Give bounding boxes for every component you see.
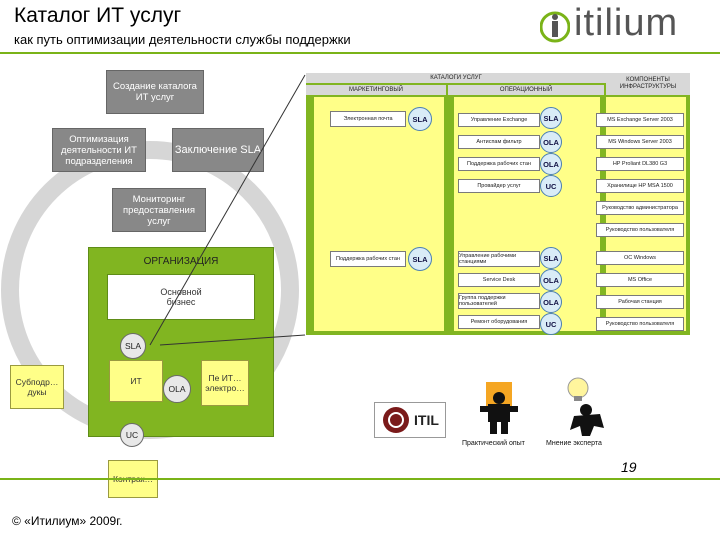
infra-item-user-guide: Руководство пользователя [596, 223, 684, 237]
itil-label: ITIL [414, 412, 439, 428]
it-dept-box: ИТ [109, 360, 163, 402]
infra-item-admin-guide: Руководство администратора [596, 201, 684, 215]
op-item-antispam: Антиспам фильтр [458, 135, 540, 149]
op-item-repair: Ремонт оборудования [458, 315, 540, 329]
cycle-step-sla-label: Заключение SLA [174, 143, 262, 156]
op-ola-3: OLA [540, 269, 562, 291]
infra-item-user-guide-2: Руководство пользователя [596, 317, 684, 331]
mkt-item-workstation: Поддержка рабочих стан [330, 251, 406, 267]
footer-divider [0, 478, 720, 480]
mkt-item-email: Электронная почта [330, 111, 406, 127]
itilium-logo-icon [540, 11, 570, 43]
org-sla-label: SLA [124, 341, 142, 351]
marketing-column [314, 97, 444, 331]
infra-item-msa: Хранилище HP MSA 1500 [596, 179, 684, 193]
organization-block: ОРГАНИЗАЦИЯ Основной бизнес ИТ Пе ИТ… эл… [88, 247, 274, 437]
cycle-step-create-catalog: Создание каталога ИТ услуг [106, 70, 204, 114]
practice-figure-icon [480, 382, 518, 434]
expert-figure-icon [567, 377, 604, 436]
infra-item-office: MS Office [596, 273, 684, 287]
callout-lines [149, 74, 306, 346]
organization-title: ОРГАНИЗАЦИЯ [143, 256, 219, 267]
op-item-exchange: Управление Exchange [458, 113, 540, 127]
mkt-sla-1: SLA [408, 107, 432, 131]
page-number: 19 [621, 459, 637, 475]
itil-emblem-icon [383, 407, 410, 433]
it-dept-label: ИТ [130, 376, 142, 386]
cycle-step-optimize: Оптимизация деятельности ИТ подразделени… [52, 128, 146, 172]
core-business-box: Основной бизнес [107, 274, 255, 320]
org-uc-label: UC [125, 430, 139, 440]
itil-logo: ITIL [374, 402, 446, 438]
op-item-ws-support: Поддержка рабочих стан [458, 157, 540, 171]
cycle-step-monitoring-label: Мониторинг предоставления услуг [123, 193, 195, 227]
other-it-label: Пе ИТ… электро… [205, 373, 245, 393]
slide-title: Каталог ИТ услуг [14, 4, 182, 27]
op-uc-2: UC [540, 313, 562, 335]
header-divider [0, 52, 720, 54]
infra-item-exchange: MS Exchange Server 2003 [596, 113, 684, 127]
org-ola-label: OLA [168, 384, 186, 394]
infra-header: КОМПОНЕНТЫ ИНФРАСТРУКТУРЫ [606, 73, 690, 95]
org-ola-circle: OLA [163, 375, 191, 403]
infra-item-winserver: MS Windows Server 2003 [596, 135, 684, 149]
other-it-box: Пе ИТ… электро… [201, 360, 249, 406]
mkt-sla-2: SLA [408, 247, 432, 271]
service-catalog-diagram: КАТАЛОГИ УСЛУГ КОМПОНЕНТЫ ИНФРАСТРУКТУРЫ… [306, 73, 690, 335]
op-sla-1: SLA [540, 107, 562, 129]
op-sla-2: SLA [540, 247, 562, 269]
op-ola-2: OLA [540, 153, 562, 175]
catalog-header: КАТАЛОГИ УСЛУГ [306, 73, 606, 83]
practice-label: Практический опыт [462, 440, 525, 447]
org-uc-circle: UC [120, 423, 144, 447]
cycle-step-create-catalog-label: Создание каталога ИТ услуг [113, 81, 197, 103]
operational-header: ОПЕРАЦИОННЫЙ [448, 85, 604, 95]
infra-item-windows: ОС Windows [596, 251, 684, 265]
expert-label: Мнение эксперта [546, 440, 602, 447]
slide-subtitle: как путь оптимизации деятельности службы… [14, 32, 351, 47]
cycle-step-monitoring: Мониторинг предоставления услуг [112, 188, 206, 232]
op-uc-1: UC [540, 175, 562, 197]
cycle-step-optimize-label: Оптимизация деятельности ИТ подразделени… [61, 133, 137, 167]
op-item-ws-mgmt: Управление рабочими станциями [458, 251, 540, 267]
infra-item-workstation: Рабочая станция [596, 295, 684, 309]
cycle-step-sla: Заключение SLA [172, 128, 264, 172]
org-sla-circle: SLA [120, 333, 146, 359]
subdivision-label: Субподр… дукы [15, 377, 59, 397]
op-item-provider: Провайдер услуг [458, 179, 540, 193]
copyright: © «Итилиум» 2009г. [12, 514, 123, 528]
op-ola-4: OLA [540, 291, 562, 313]
subdivision-box: Субподр… дукы [10, 365, 64, 409]
op-item-user-support: Группа поддержки пользователей [458, 293, 540, 309]
infra-item-proliant: HP Proliant DL380 G3 [596, 157, 684, 171]
marketing-header: МАРКЕТИНГОВЫЙ [306, 85, 446, 95]
op-ola-1: OLA [540, 131, 562, 153]
op-item-servicedesk: Service Desk [458, 273, 540, 287]
logo-text: itilium [574, 2, 679, 44]
